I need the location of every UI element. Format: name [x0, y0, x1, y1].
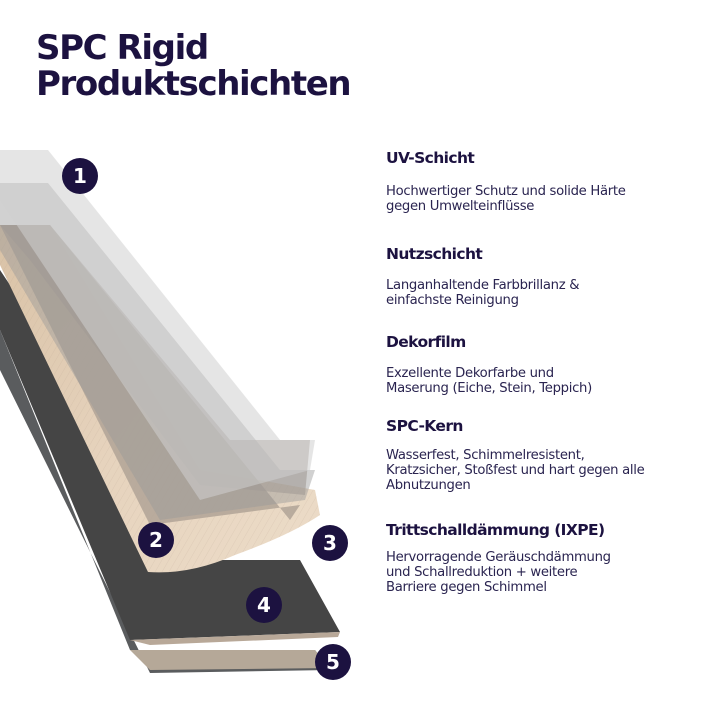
- layer-nutzschicht: Nutzschicht Langanhaltende Farbbrillanz …: [386, 244, 706, 308]
- layer-name: Nutzschicht: [386, 245, 483, 263]
- layer-dekorfilm: Dekorfilm Exzellente Dekorfarbe und Mase…: [386, 332, 706, 396]
- layer-description: Langanhaltende Farbbrillanz & einfachste…: [386, 278, 580, 308]
- title-line-1: SPC Rigid: [36, 28, 209, 68]
- layer-spc-kern: SPC-Kern Wasserfest, Schimmelresistent, …: [386, 416, 706, 493]
- layer-name: Dekorfilm: [386, 333, 466, 351]
- layer-description: Exzellente Dekorfarbe und Maserung (Eich…: [386, 366, 592, 396]
- badge-5: 5: [315, 644, 351, 680]
- page-title: SPC Rigid Produktschichten: [36, 28, 352, 104]
- layer-description: Hochwertiger Schutz und solide Härte geg…: [386, 184, 626, 214]
- layer-description: Hervorragende Geräuschdämmung und Schall…: [386, 550, 611, 595]
- badge-2: 2: [138, 522, 174, 558]
- title-line-2: Produktschichten: [36, 64, 352, 104]
- layer-name: UV-Schicht: [386, 149, 475, 167]
- badge-4: 4: [246, 587, 282, 623]
- layer-name: SPC-Kern: [386, 417, 463, 435]
- uv-layer: [0, 150, 315, 500]
- layer-ixpe: Trittschalldämmung (IXPE) Hervorragende …: [386, 520, 706, 595]
- floor-layers-illustration: [0, 150, 340, 673]
- layer-diagram: 1 2 3 4 5: [0, 140, 370, 700]
- layer-description: Wasserfest, Schimmelresistent, Kratzsich…: [386, 448, 645, 493]
- badge-3: 3: [312, 525, 348, 561]
- layer-name: Trittschalldämmung (IXPE): [386, 521, 605, 539]
- badge-1: 1: [62, 158, 98, 194]
- layer-uv: UV-Schicht Hochwertiger Schutz und solid…: [386, 148, 706, 214]
- ixpe-layer: [0, 330, 330, 673]
